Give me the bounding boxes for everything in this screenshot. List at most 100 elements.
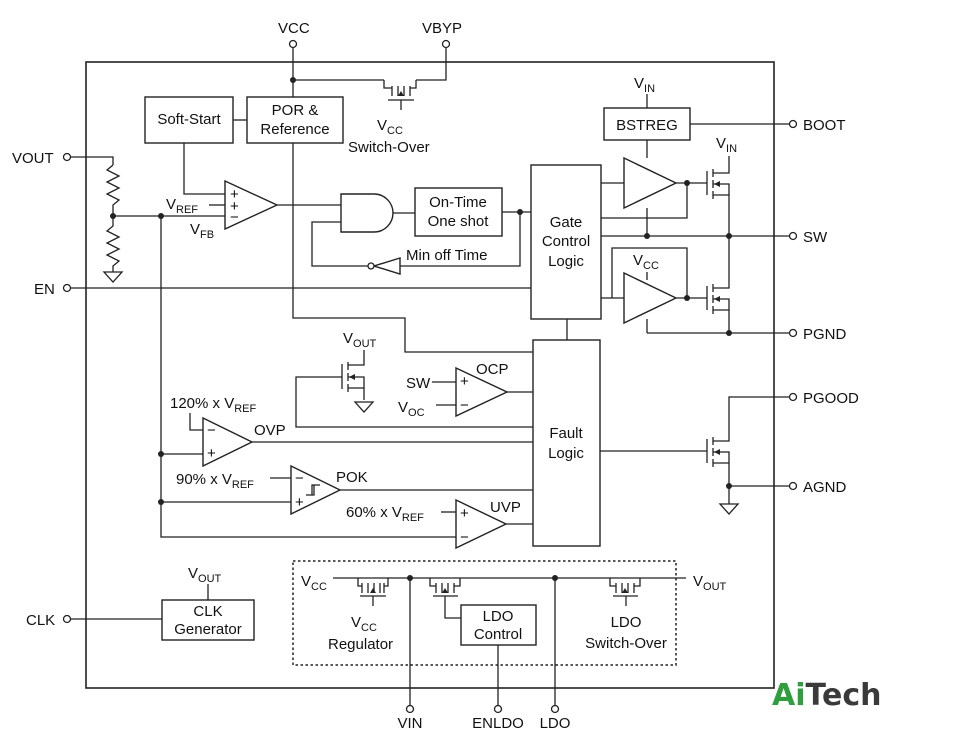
ldo-control-label-1: LDO (483, 608, 514, 625)
ldo-region (292, 560, 677, 666)
gate-label-3: Logic (548, 253, 584, 270)
low-side-mosfet (706, 236, 730, 333)
ldo-pass-transistor (429, 578, 461, 619)
ocp-label: OCP (476, 361, 509, 378)
clk-gen-label-2: Generator (174, 621, 242, 638)
voc-label: VOC (398, 399, 425, 419)
pin-boot[interactable] (788, 119, 798, 129)
pin-enldo[interactable] (493, 704, 503, 714)
clk-gen-label-1: CLK (193, 603, 222, 620)
por-label-2: Reference (260, 121, 329, 138)
svg-text:−: − (207, 422, 216, 439)
aitech-watermark-logo: AiTech (772, 678, 881, 713)
pin-vin[interactable] (405, 704, 415, 714)
chip-outline (85, 61, 775, 689)
ldo-switch-label-1: LDO (611, 614, 642, 631)
bstreg-vin-label: VIN (634, 75, 655, 95)
pin-clk[interactable] (62, 614, 72, 624)
por-label-1: POR & (272, 102, 319, 119)
fault-label-1: Fault (549, 425, 583, 442)
high-side-driver (623, 156, 678, 210)
por-reference-block (246, 96, 344, 144)
clk-generator-block (161, 599, 255, 641)
pin-pgnd[interactable] (788, 328, 798, 338)
svg-text:+: + (207, 445, 216, 462)
pok-ref-label: 90% x VREF (176, 471, 254, 491)
on-time-label-2: One shot (428, 213, 490, 230)
pin-label-enldo: ENLDO (472, 715, 524, 732)
gate-control-logic-block (530, 164, 602, 320)
svg-text:+: + (230, 198, 239, 215)
pin-label-vin: VIN (397, 715, 422, 732)
pin-label-sw: SW (803, 229, 828, 246)
vfb-label: VFB (190, 221, 214, 241)
vref-label: VREF (166, 196, 198, 216)
svg-text:+: + (230, 186, 239, 203)
gate-label-1: Gate (550, 214, 583, 231)
uvp-label: UVP (490, 499, 521, 516)
on-time-label-1: On-Time (429, 194, 487, 211)
ovp-comparator: − + (202, 416, 254, 468)
pin-label-vbyp: VBYP (422, 20, 462, 37)
vcc-regulator-transistor (357, 578, 389, 606)
ldo-control-block (460, 604, 537, 646)
clk-vout-label: VOUT (188, 565, 222, 585)
min-off-time-buffer (371, 257, 401, 275)
pin-label-pgood: PGOOD (803, 390, 859, 407)
uvp-ref-label: 60% x VREF (346, 504, 424, 524)
pin-label-vcc: VCC (278, 20, 310, 37)
pin-vout[interactable] (62, 152, 72, 162)
pin-label-vout: VOUT (12, 150, 54, 167)
vcc-switch-over-transistor (383, 80, 417, 110)
pin-label-ldo: LDO (540, 715, 571, 732)
pin-label-en: EN (34, 281, 55, 298)
pin-vbyp[interactable] (441, 39, 451, 49)
vcc-wires (292, 48, 533, 353)
pok-comparator: − + (290, 464, 342, 516)
ldo-vcc-label: VCC (301, 573, 327, 593)
pin-label-agnd: AGND (803, 479, 847, 496)
vcc-regulator-label: Regulator (328, 636, 393, 653)
pin-label-clk: CLK (26, 612, 55, 629)
ldo-vout-label: VOUT (693, 573, 727, 593)
vcc-switch-label-v: VCC (377, 117, 403, 137)
vcc-switch-over-label: Switch-Over (348, 139, 430, 156)
pin-en[interactable] (62, 283, 72, 293)
svg-text:+: + (460, 373, 469, 390)
fault-label-2: Logic (548, 445, 584, 462)
pgood-mosfet (706, 396, 790, 486)
svg-text:−: − (460, 397, 469, 414)
pin-agnd[interactable] (788, 481, 798, 491)
ocp-sw-input-label: SW (406, 375, 431, 392)
vcc-regulator-v-label: VCC (351, 614, 377, 634)
ldo-control-label-2: Control (474, 626, 522, 643)
ldo-switch-over-transistor (609, 578, 641, 606)
feedback-divider (71, 156, 225, 283)
ldo-switch-label-2: Switch-Over (585, 635, 667, 652)
error-amplifier: + + − (224, 179, 279, 231)
pok-label: POK (336, 469, 368, 486)
ocp-mosfet (341, 350, 375, 413)
pin-label-pgnd: PGND (803, 326, 847, 343)
min-off-time-label: Min off Time (406, 247, 487, 264)
svg-text:−: − (460, 529, 469, 546)
pin-label-boot: BOOT (803, 117, 846, 134)
pin-pgood[interactable] (788, 392, 798, 402)
pin-vcc[interactable] (288, 39, 298, 49)
uvp-comparator: + − (455, 498, 508, 550)
svg-text:+: + (295, 494, 304, 511)
bstreg-label: BSTREG (616, 117, 678, 134)
pin-sw[interactable] (788, 231, 798, 241)
ocp-fet-vout-label: VOUT (343, 330, 377, 350)
ovp-ref-label: 120% x VREF (170, 395, 256, 415)
soft-start-label: Soft-Start (157, 111, 221, 128)
soft-start-block (144, 96, 234, 144)
svg-text:−: − (230, 209, 239, 226)
hs-vin-label: VIN (716, 135, 737, 155)
svg-text:−: − (295, 470, 304, 487)
low-side-driver (623, 271, 678, 325)
gate-label-2: Control (542, 233, 590, 250)
fault-logic-block (532, 339, 601, 547)
pin-ldo[interactable] (550, 704, 560, 714)
